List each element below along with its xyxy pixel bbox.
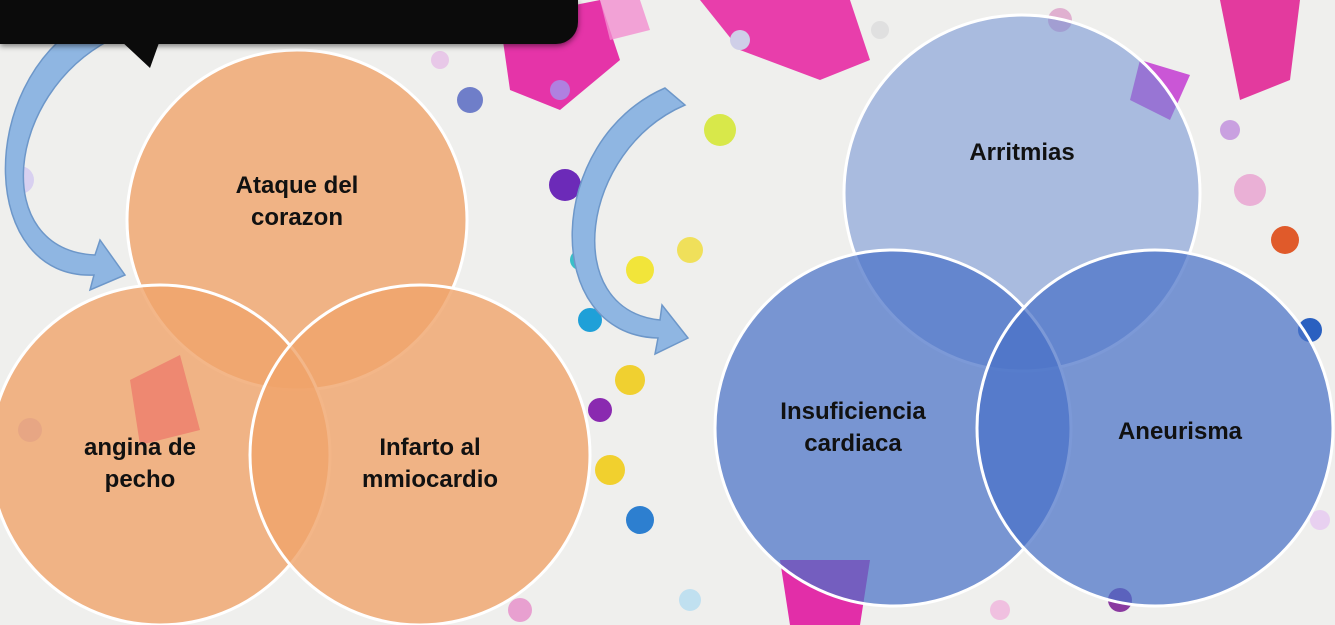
- label-angina-de-pecho: angina de pecho: [83, 434, 197, 493]
- curved-arrow-left-icon: [4, 21, 127, 292]
- curved-arrow-right-icon: [571, 87, 690, 356]
- callout-box: [0, 0, 578, 44]
- venn-circle-infarto: [248, 283, 592, 625]
- callout-pointer: [120, 40, 160, 68]
- label-arritmias: Arritmias: [969, 139, 1075, 166]
- label-infarto-al-mmiocardio: Infarto al mmiocardio: [361, 434, 499, 493]
- label-insuficiencia-cardiaca: Insuficiencia cardiaca: [780, 398, 926, 457]
- venn-circle-aneurisma: [975, 248, 1335, 608]
- label-ataque-del-corazon: Ataque del corazon: [235, 172, 359, 231]
- label-aneurisma: Aneurisma: [1117, 418, 1243, 445]
